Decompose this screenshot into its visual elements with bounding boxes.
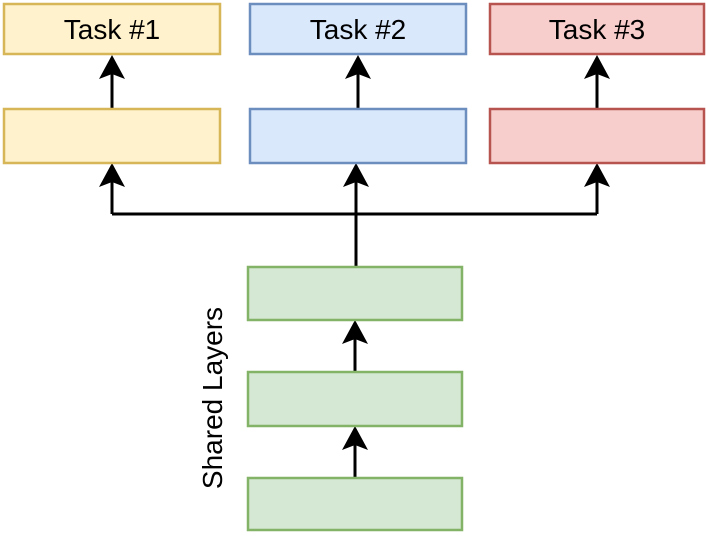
shared-layer-box-middle bbox=[246, 370, 464, 428]
connectors bbox=[99, 55, 610, 478]
task1-layer-box bbox=[2, 107, 222, 165]
shared-layers-stack bbox=[246, 265, 464, 532]
task1-output-box bbox=[2, 2, 222, 56]
shared-layers-label: Shared Layers bbox=[197, 307, 228, 489]
task2-label: Task #2 bbox=[310, 14, 407, 45]
task2-layer-box bbox=[248, 107, 468, 165]
task-layer-row bbox=[2, 107, 706, 165]
shared-layer-box-bottom bbox=[246, 476, 464, 532]
task3-output-box bbox=[488, 2, 706, 56]
task3-label: Task #3 bbox=[549, 14, 646, 45]
task3-layer-box bbox=[488, 107, 706, 165]
task2-output-box bbox=[248, 2, 468, 56]
task1-label: Task #1 bbox=[64, 14, 161, 45]
task-output-row bbox=[2, 2, 706, 56]
shared-layer-box-top bbox=[246, 265, 464, 322]
